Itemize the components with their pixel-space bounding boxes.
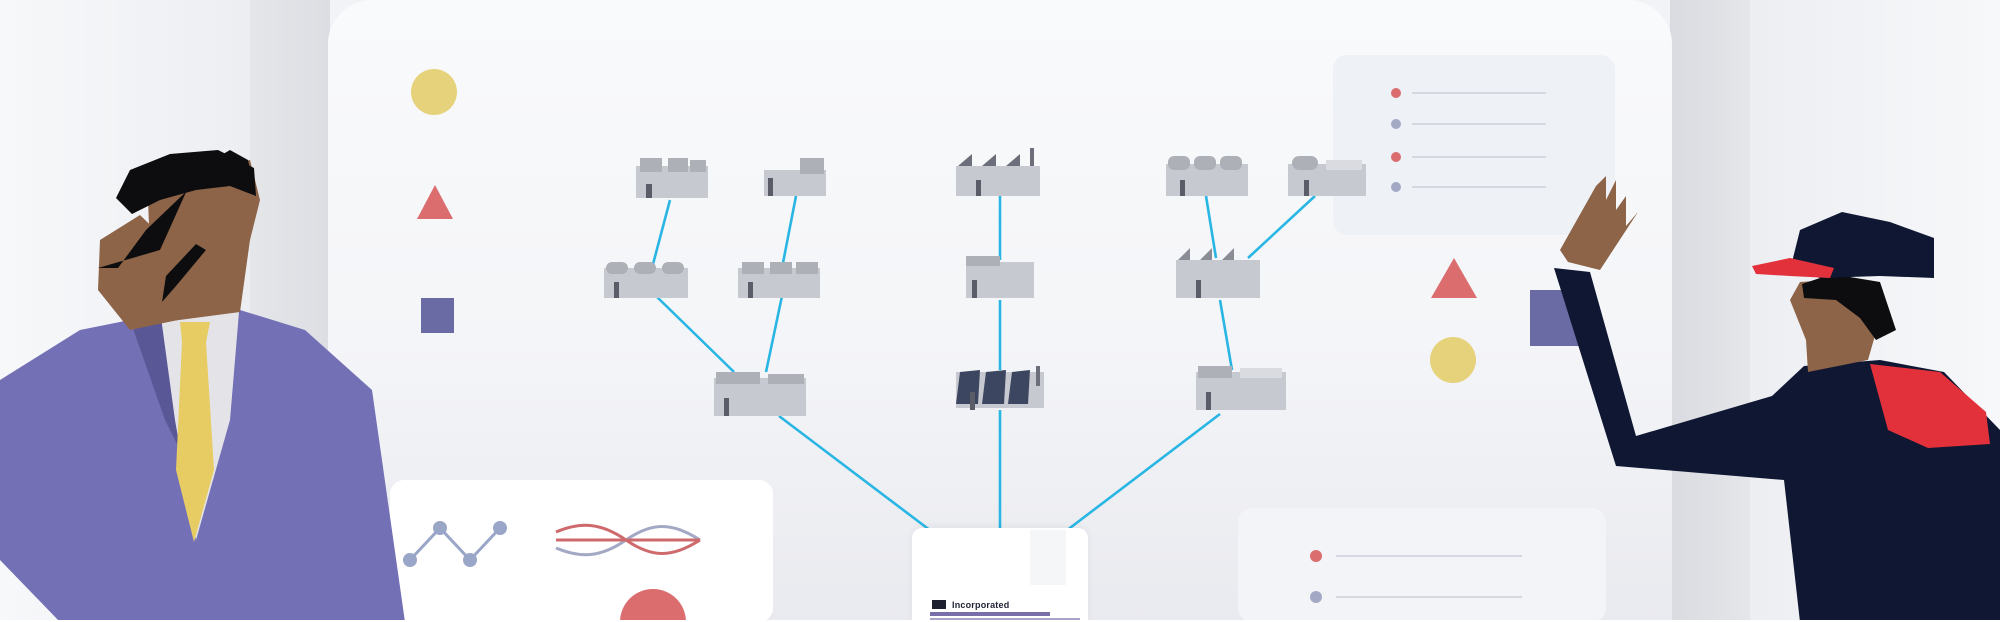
network-line xyxy=(780,195,798,269)
network-line xyxy=(1247,195,1316,259)
line-chart-icon xyxy=(403,521,507,567)
checklist-icon xyxy=(1310,550,1522,603)
network-lines xyxy=(650,195,1316,536)
network-line xyxy=(1204,195,1218,259)
pie-chart-icon xyxy=(620,589,686,622)
network-line xyxy=(650,199,672,269)
network-line xyxy=(778,414,936,536)
purple-square-shape xyxy=(421,298,454,333)
wave-chart-icon xyxy=(555,523,701,557)
facility-icon xyxy=(604,262,688,298)
facility-icon xyxy=(1196,366,1286,410)
facility-icon xyxy=(714,372,806,416)
hub-bar xyxy=(930,612,1050,616)
red-triangle-shape xyxy=(1431,258,1477,298)
checklist-panel-top-right xyxy=(1333,55,1615,235)
facility-icon xyxy=(1176,248,1260,298)
facility-icon xyxy=(764,158,826,196)
hub-slot xyxy=(1030,530,1066,585)
yellow-circle-shape xyxy=(1430,337,1476,383)
hub-label: Incorporated xyxy=(952,600,1010,610)
network-line xyxy=(655,295,735,373)
facility-icon xyxy=(956,148,1040,196)
facility-icon xyxy=(1288,156,1366,196)
red-triangle-shape xyxy=(417,185,453,219)
waving-worker xyxy=(1554,176,2000,622)
person-on-phone xyxy=(0,150,405,622)
network-line xyxy=(764,295,784,373)
yellow-circle-shape xyxy=(411,69,457,115)
network-line xyxy=(1061,412,1221,536)
hub-logo-icon xyxy=(932,600,946,609)
facility-icon xyxy=(956,366,1044,410)
checklist-panel-bottom-right xyxy=(1238,508,1606,622)
facility-icon xyxy=(1166,156,1248,196)
page-bottom-edge xyxy=(0,620,2000,622)
checklist-icon xyxy=(1391,88,1546,192)
facility-icon xyxy=(966,256,1034,298)
chart-panel-bottom-left xyxy=(390,480,773,622)
hub-bar xyxy=(930,618,1080,621)
facility-icon xyxy=(636,158,708,198)
network-line xyxy=(1218,299,1234,371)
right-pillar xyxy=(1670,0,1750,622)
facility-icon xyxy=(738,262,820,298)
